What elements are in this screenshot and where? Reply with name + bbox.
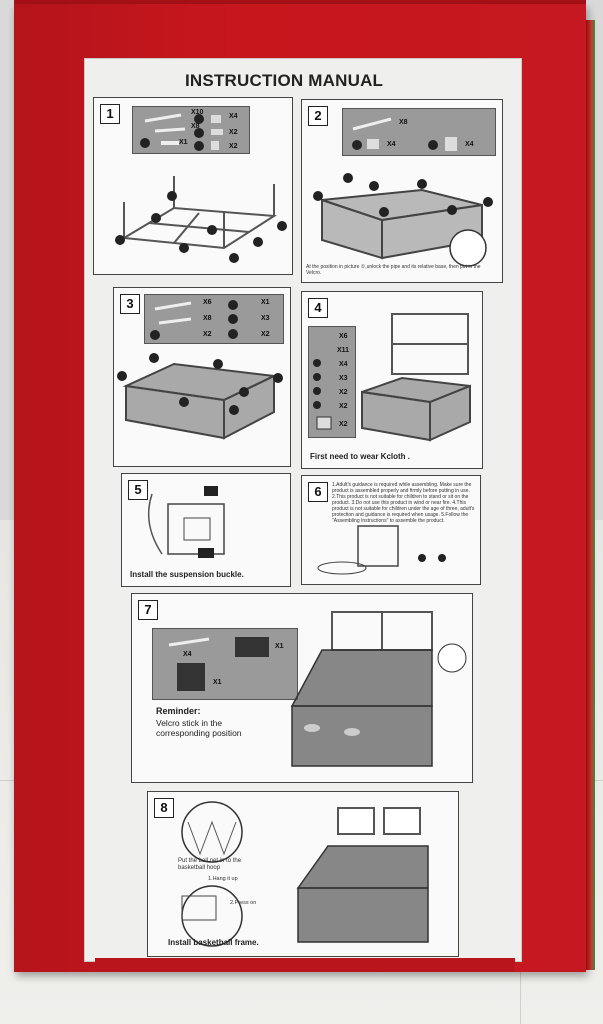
step-caption: Install basketball frame.	[168, 938, 259, 947]
parts-illustration	[168, 637, 269, 691]
basketball-frame-diagram	[181, 801, 429, 947]
parts-illustration	[352, 117, 457, 151]
hang-instruction: 1.Hang it up	[208, 876, 238, 882]
part-qty: X1	[179, 139, 188, 146]
part-qty: X8	[191, 123, 200, 130]
part-qty: X4	[229, 113, 238, 120]
part-qty: X2	[339, 403, 348, 410]
part-qty: X2	[229, 129, 238, 136]
step-number: 5	[128, 480, 148, 500]
hoop-mount-diagram	[317, 525, 446, 575]
part-qty: X2	[339, 421, 348, 428]
reminder-label: Reminder:	[156, 706, 201, 716]
part-qty: X1	[261, 299, 270, 306]
part-qty: X2	[229, 143, 238, 150]
instruction-manual: INSTRUCTION MANUAL 1 X10 X8 X1 X4 X2 X2	[84, 58, 522, 962]
part-qty: X2	[261, 331, 270, 338]
press-instruction: 2.Press on	[230, 900, 257, 906]
frame-net-diagram	[313, 173, 493, 267]
step-caption: First need to wear Kcloth .	[310, 452, 411, 461]
step-7-panel: 7 X4 X1 X1 Reminder: Velcro stick in the…	[131, 593, 473, 783]
part-qty: X6	[339, 333, 348, 340]
step-6-panel: 6 1.Adult's guidance is required while a…	[301, 475, 481, 585]
step-number: 1	[100, 104, 120, 124]
part-qty: X1	[275, 643, 284, 650]
part-qty: X4	[387, 141, 396, 148]
part-qty: X3	[339, 375, 348, 382]
parts-illustration	[150, 300, 238, 340]
part-qty: X2	[339, 389, 348, 396]
step-number: 4	[308, 298, 328, 318]
step-1-panel: 1 X10 X8 X1 X4 X2 X2	[93, 97, 293, 275]
part-qty: X11	[337, 347, 350, 354]
parts-list: X4 X1 X1	[152, 628, 298, 700]
step-number: 8	[154, 798, 174, 818]
box-side-panel	[586, 20, 595, 970]
box-bottom-edge	[95, 958, 515, 972]
parts-list: X6 X11 X4 X3 X2 X2 X2	[308, 326, 356, 438]
step-note: At the position in picture ①,unlock the …	[306, 264, 481, 276]
step-8-panel: 8 Put the ball net in to the basketball …	[147, 791, 459, 957]
part-qty: X4	[465, 141, 474, 148]
frame-base-diagram	[115, 176, 287, 263]
parts-list: X8 X4 X4	[342, 108, 496, 156]
part-qty: X1	[213, 679, 222, 686]
step-number: 6	[308, 482, 328, 502]
step-number: 7	[138, 600, 158, 620]
court-assembly-diagram	[290, 611, 467, 767]
part-qty: X8	[399, 119, 408, 126]
step-number: 3	[120, 294, 140, 314]
step-4-panel: 4 X6 X11 X4 X3 X2 X2 X2 First	[301, 291, 483, 469]
part-qty: X2	[203, 331, 212, 338]
part-qty: X3	[261, 315, 270, 322]
part-qty: X6	[203, 299, 212, 306]
parts-illustration	[140, 113, 223, 151]
suspension-buckle-diagram	[147, 486, 225, 558]
net-instruction: Put the ball net in to the basketball ho…	[178, 858, 242, 871]
reminder-text: Velcro stick in the corresponding positi…	[156, 718, 242, 738]
pen-walls-diagram	[117, 353, 283, 440]
parts-list: X10 X8 X1 X4 X2 X2	[132, 106, 250, 154]
step-5-panel: 5 Install the suspension buckle.	[121, 473, 291, 587]
manual-title: INSTRUCTION MANUAL	[185, 71, 384, 90]
part-qty: X10	[191, 109, 204, 116]
step-number: 2	[308, 106, 328, 126]
parts-illustration	[313, 359, 332, 430]
part-qty: X4	[339, 361, 348, 368]
safety-notes: 1.Adult's guidance is required while ass…	[332, 482, 475, 524]
step-2-panel: 2 X8 X4 X4 At the position in picture ①,…	[301, 99, 503, 283]
step-3-panel: 3 X6 X8 X2 X1 X3 X2	[113, 287, 291, 467]
part-qty: X8	[203, 315, 212, 322]
part-qty: X4	[183, 651, 192, 658]
parts-list: X6 X8 X2 X1 X3 X2	[144, 294, 284, 344]
step-caption: Install the suspension buckle.	[130, 570, 244, 579]
frame-upper-diagram	[361, 313, 471, 442]
